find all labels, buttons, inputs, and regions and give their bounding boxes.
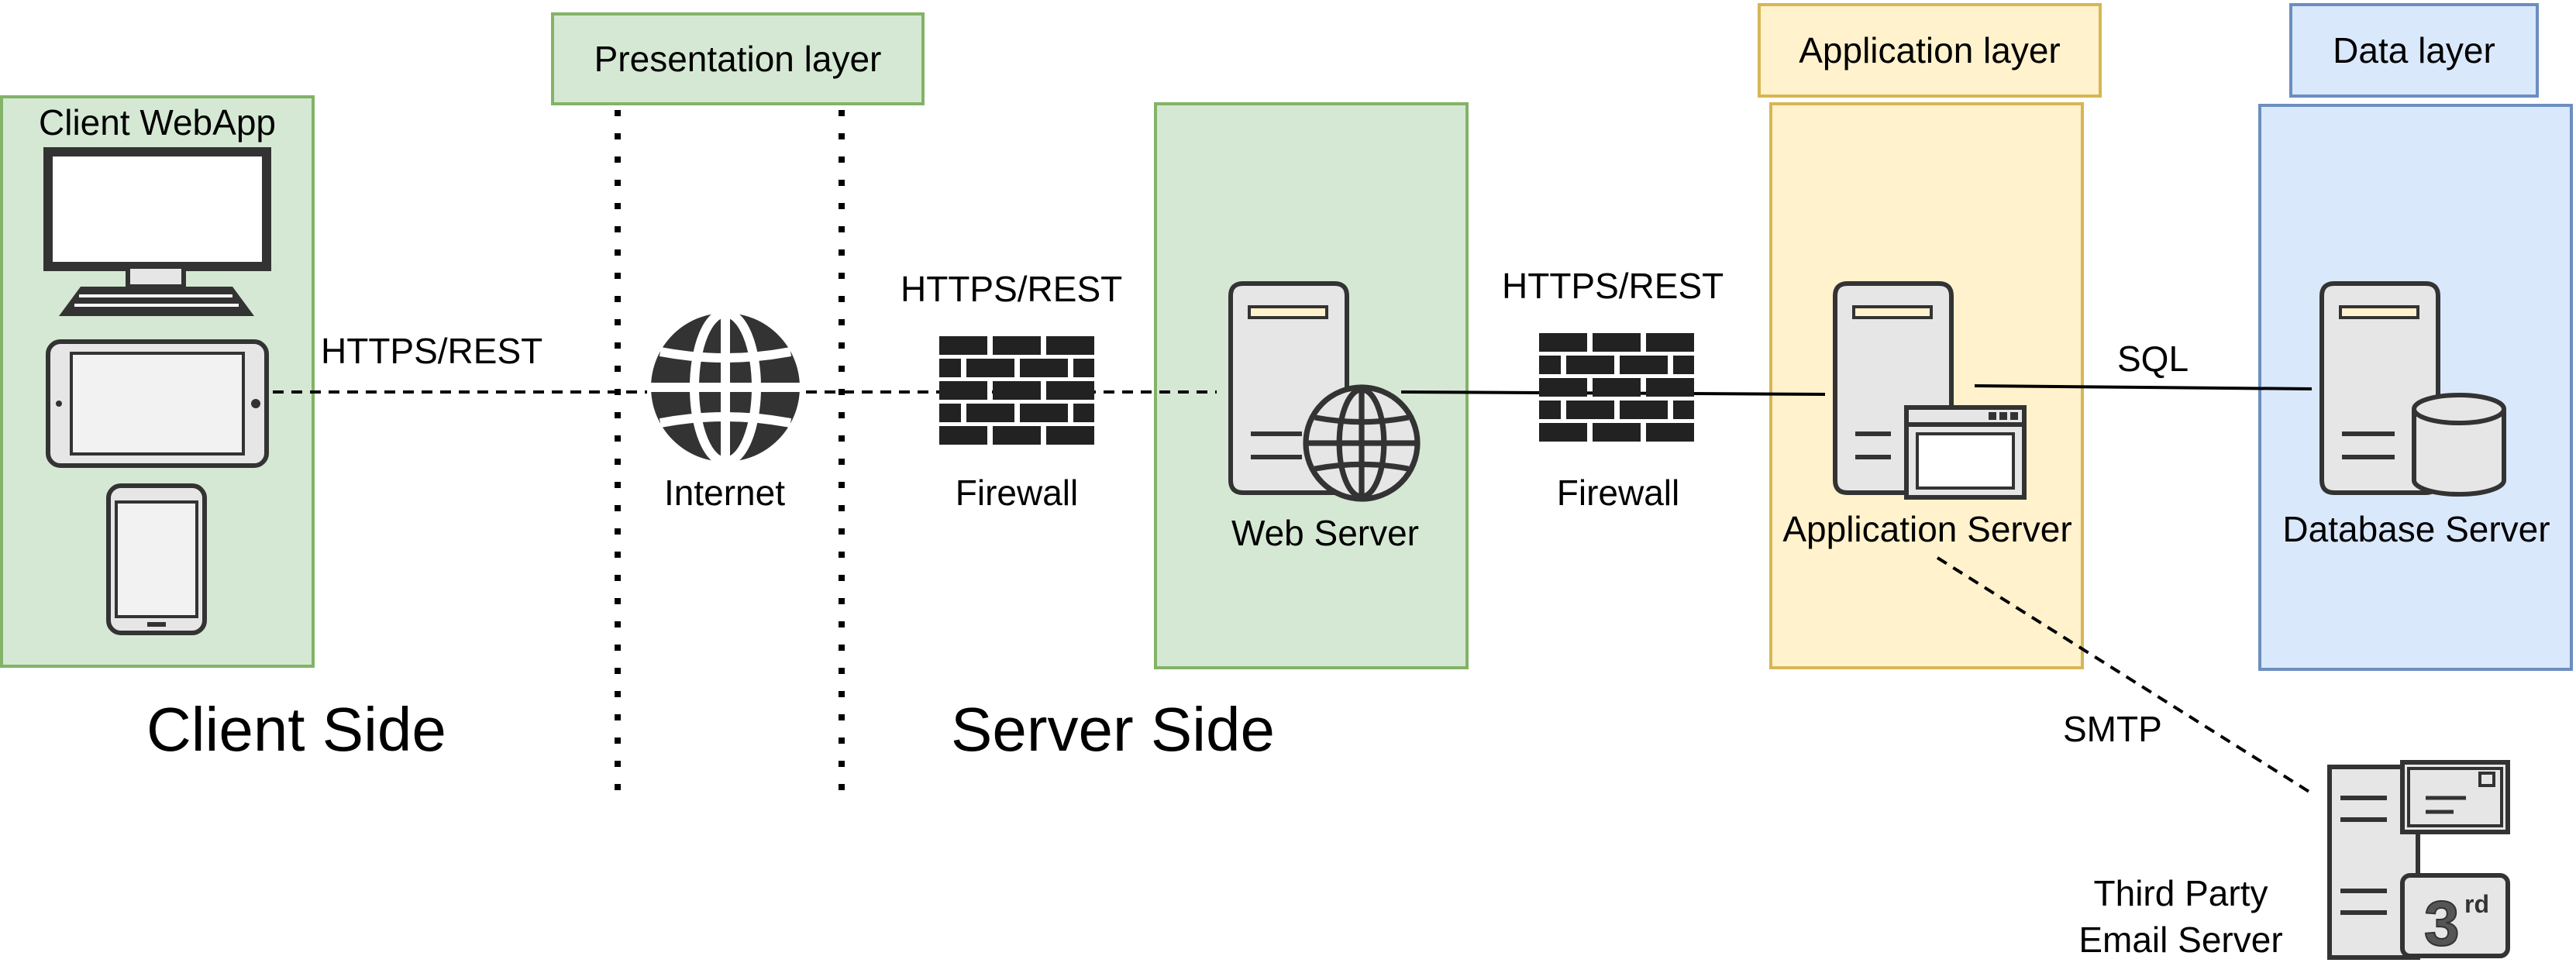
client-side-label: Client Side bbox=[146, 695, 446, 764]
edge-label-client-internet: HTTPS/REST bbox=[321, 331, 543, 371]
application-server-label: Application Server bbox=[1782, 509, 2072, 549]
globe-icon bbox=[651, 313, 800, 462]
desktop-icon bbox=[43, 147, 271, 316]
presentation-layer-label: Presentation layer bbox=[594, 39, 882, 79]
database-server-label: Database Server bbox=[2282, 509, 2550, 549]
svg-text:3: 3 bbox=[2424, 889, 2460, 959]
firewall-icon bbox=[1539, 333, 1694, 442]
edge-label-app-email: SMTP bbox=[2063, 709, 2162, 749]
web-server-label: Web Server bbox=[1231, 513, 1420, 553]
firewall-outer-label: Firewall bbox=[955, 473, 1079, 513]
web-server-icon bbox=[1231, 284, 1421, 502]
data-layer-tag: Data layer bbox=[2289, 3, 2539, 98]
firewall-inner-label: Firewall bbox=[1556, 473, 1680, 513]
application-layer-tag: Application layer bbox=[1758, 3, 2102, 98]
tablet-icon bbox=[46, 339, 269, 468]
presentation-layer-tag: Presentation layer bbox=[551, 12, 925, 105]
email-server-label: Third Party Email Server bbox=[2078, 873, 2283, 960]
internet-label: Internet bbox=[664, 473, 785, 513]
application-layer-label: Application layer bbox=[1799, 30, 2061, 70]
application-server-icon bbox=[1835, 284, 2027, 500]
database-server-icon bbox=[2322, 284, 2506, 497]
svg-text:rd: rd bbox=[2464, 890, 2489, 918]
edge-app-db bbox=[1974, 384, 2313, 390]
client-webapp-title: Client WebApp bbox=[39, 102, 276, 143]
smartphone-icon bbox=[106, 483, 207, 635]
edge-label-app-db: SQL bbox=[2117, 339, 2189, 379]
edge-label-web-app: HTTPS/REST bbox=[1502, 266, 1724, 306]
firewall-icon bbox=[939, 336, 1094, 445]
email-server-icon: 3 rd bbox=[2327, 760, 2510, 960]
data-layer-label: Data layer bbox=[2333, 30, 2495, 70]
server-side-label: Server Side bbox=[951, 695, 1275, 764]
edge-label-internet-web: HTTPS/REST bbox=[901, 269, 1123, 309]
